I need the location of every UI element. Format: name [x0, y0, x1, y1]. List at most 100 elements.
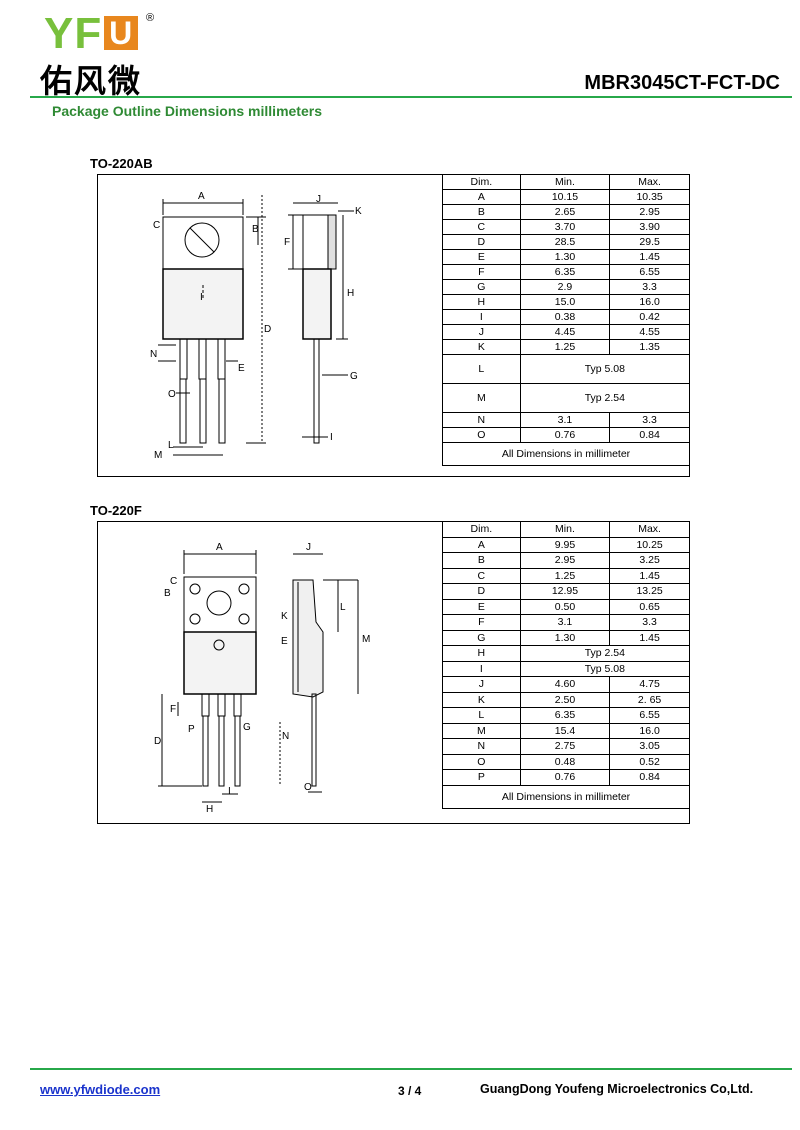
min-cell: 1.25 [519, 339, 611, 355]
min-cell: 4.60 [519, 676, 611, 693]
min-cell: 9.95 [519, 536, 611, 553]
label-N-f: N [282, 731, 289, 742]
label-H-f: H [206, 804, 213, 815]
label-C: C [153, 220, 160, 231]
dim-cell: N [442, 738, 521, 755]
min-cell: 10.15 [519, 189, 611, 205]
max-cell: 0.65 [609, 598, 690, 615]
dim-cell: C [442, 219, 521, 235]
logo-box: U [104, 16, 139, 50]
min-cell: 0.76 [519, 769, 611, 786]
to220f-body [183, 631, 257, 695]
max-cell: 29.5 [609, 234, 690, 250]
max-cell: 6.55 [609, 264, 690, 280]
to220ab-frame [97, 174, 690, 477]
max-cell: 0.84 [609, 427, 690, 443]
typ-cell: Typ 5.08 [519, 354, 691, 384]
website-link[interactable]: www.yfwdiode.com [40, 1082, 161, 1097]
dim-cell: C [442, 567, 521, 584]
max-cell: 6.55 [609, 707, 690, 724]
min-cell: 0.38 [519, 309, 611, 325]
part-number: MBR3045CT-FCT-DC [584, 72, 780, 94]
dim-cell: G [442, 279, 521, 295]
table-header-cell: Max. [609, 521, 690, 538]
min-cell: 0.48 [519, 753, 611, 770]
dim-cell: E [442, 249, 521, 265]
dim-cell: F [442, 614, 521, 631]
dim-cell: H [442, 294, 521, 310]
label-I-front: I [200, 292, 203, 303]
label-D: D [264, 324, 271, 335]
table-header-cell: Min. [519, 521, 611, 538]
max-cell: 1.45 [609, 249, 690, 265]
min-cell: 2.65 [519, 204, 611, 220]
max-cell: 16.0 [609, 294, 690, 310]
label-G-f: G [243, 722, 251, 733]
min-cell: 1.30 [519, 629, 611, 646]
dim-cell: O [442, 753, 521, 770]
dim-cell: I [442, 309, 521, 325]
max-cell: 3.05 [609, 738, 690, 755]
min-cell: 3.1 [519, 412, 611, 428]
min-cell: 4.45 [519, 324, 611, 340]
logo-latin: YF [44, 9, 103, 58]
max-cell: 1.45 [609, 567, 690, 584]
min-cell: 1.30 [519, 249, 611, 265]
max-cell: 3.25 [609, 552, 690, 569]
registered-mark: ® [146, 12, 155, 24]
max-cell: 16.0 [609, 722, 690, 739]
max-cell: 0.42 [609, 309, 690, 325]
min-cell: 15.0 [519, 294, 611, 310]
dim-cell: B [442, 204, 521, 220]
label-F-f: F [170, 704, 176, 715]
dim-cell: D [442, 234, 521, 250]
max-cell: 10.25 [609, 536, 690, 553]
table-header-cell: Max. [609, 174, 690, 190]
label-P-f: P [188, 724, 195, 735]
max-cell: 2.95 [609, 204, 690, 220]
min-cell: 15.4 [519, 722, 611, 739]
max-cell: 3.3 [609, 279, 690, 295]
label-J-f: J [306, 542, 311, 553]
min-cell: 12.95 [519, 583, 611, 600]
section-heading: Package Outline Dimensions millimeters [52, 103, 322, 119]
table-note: All Dimensions in millimeter [442, 442, 690, 466]
label-M: M [154, 450, 162, 461]
min-cell: 0.50 [519, 598, 611, 615]
label-I-side: I [330, 432, 333, 443]
to220ab-mount-hole [184, 222, 220, 258]
min-cell: 2.50 [519, 691, 611, 708]
label-E: E [238, 363, 245, 374]
min-cell: 2.75 [519, 738, 611, 755]
label-J: J [316, 194, 321, 205]
label-K-f: K [281, 611, 288, 622]
table-header-cell: Min. [519, 174, 611, 190]
dim-cell: M [442, 383, 521, 413]
min-cell: 6.35 [519, 707, 611, 724]
